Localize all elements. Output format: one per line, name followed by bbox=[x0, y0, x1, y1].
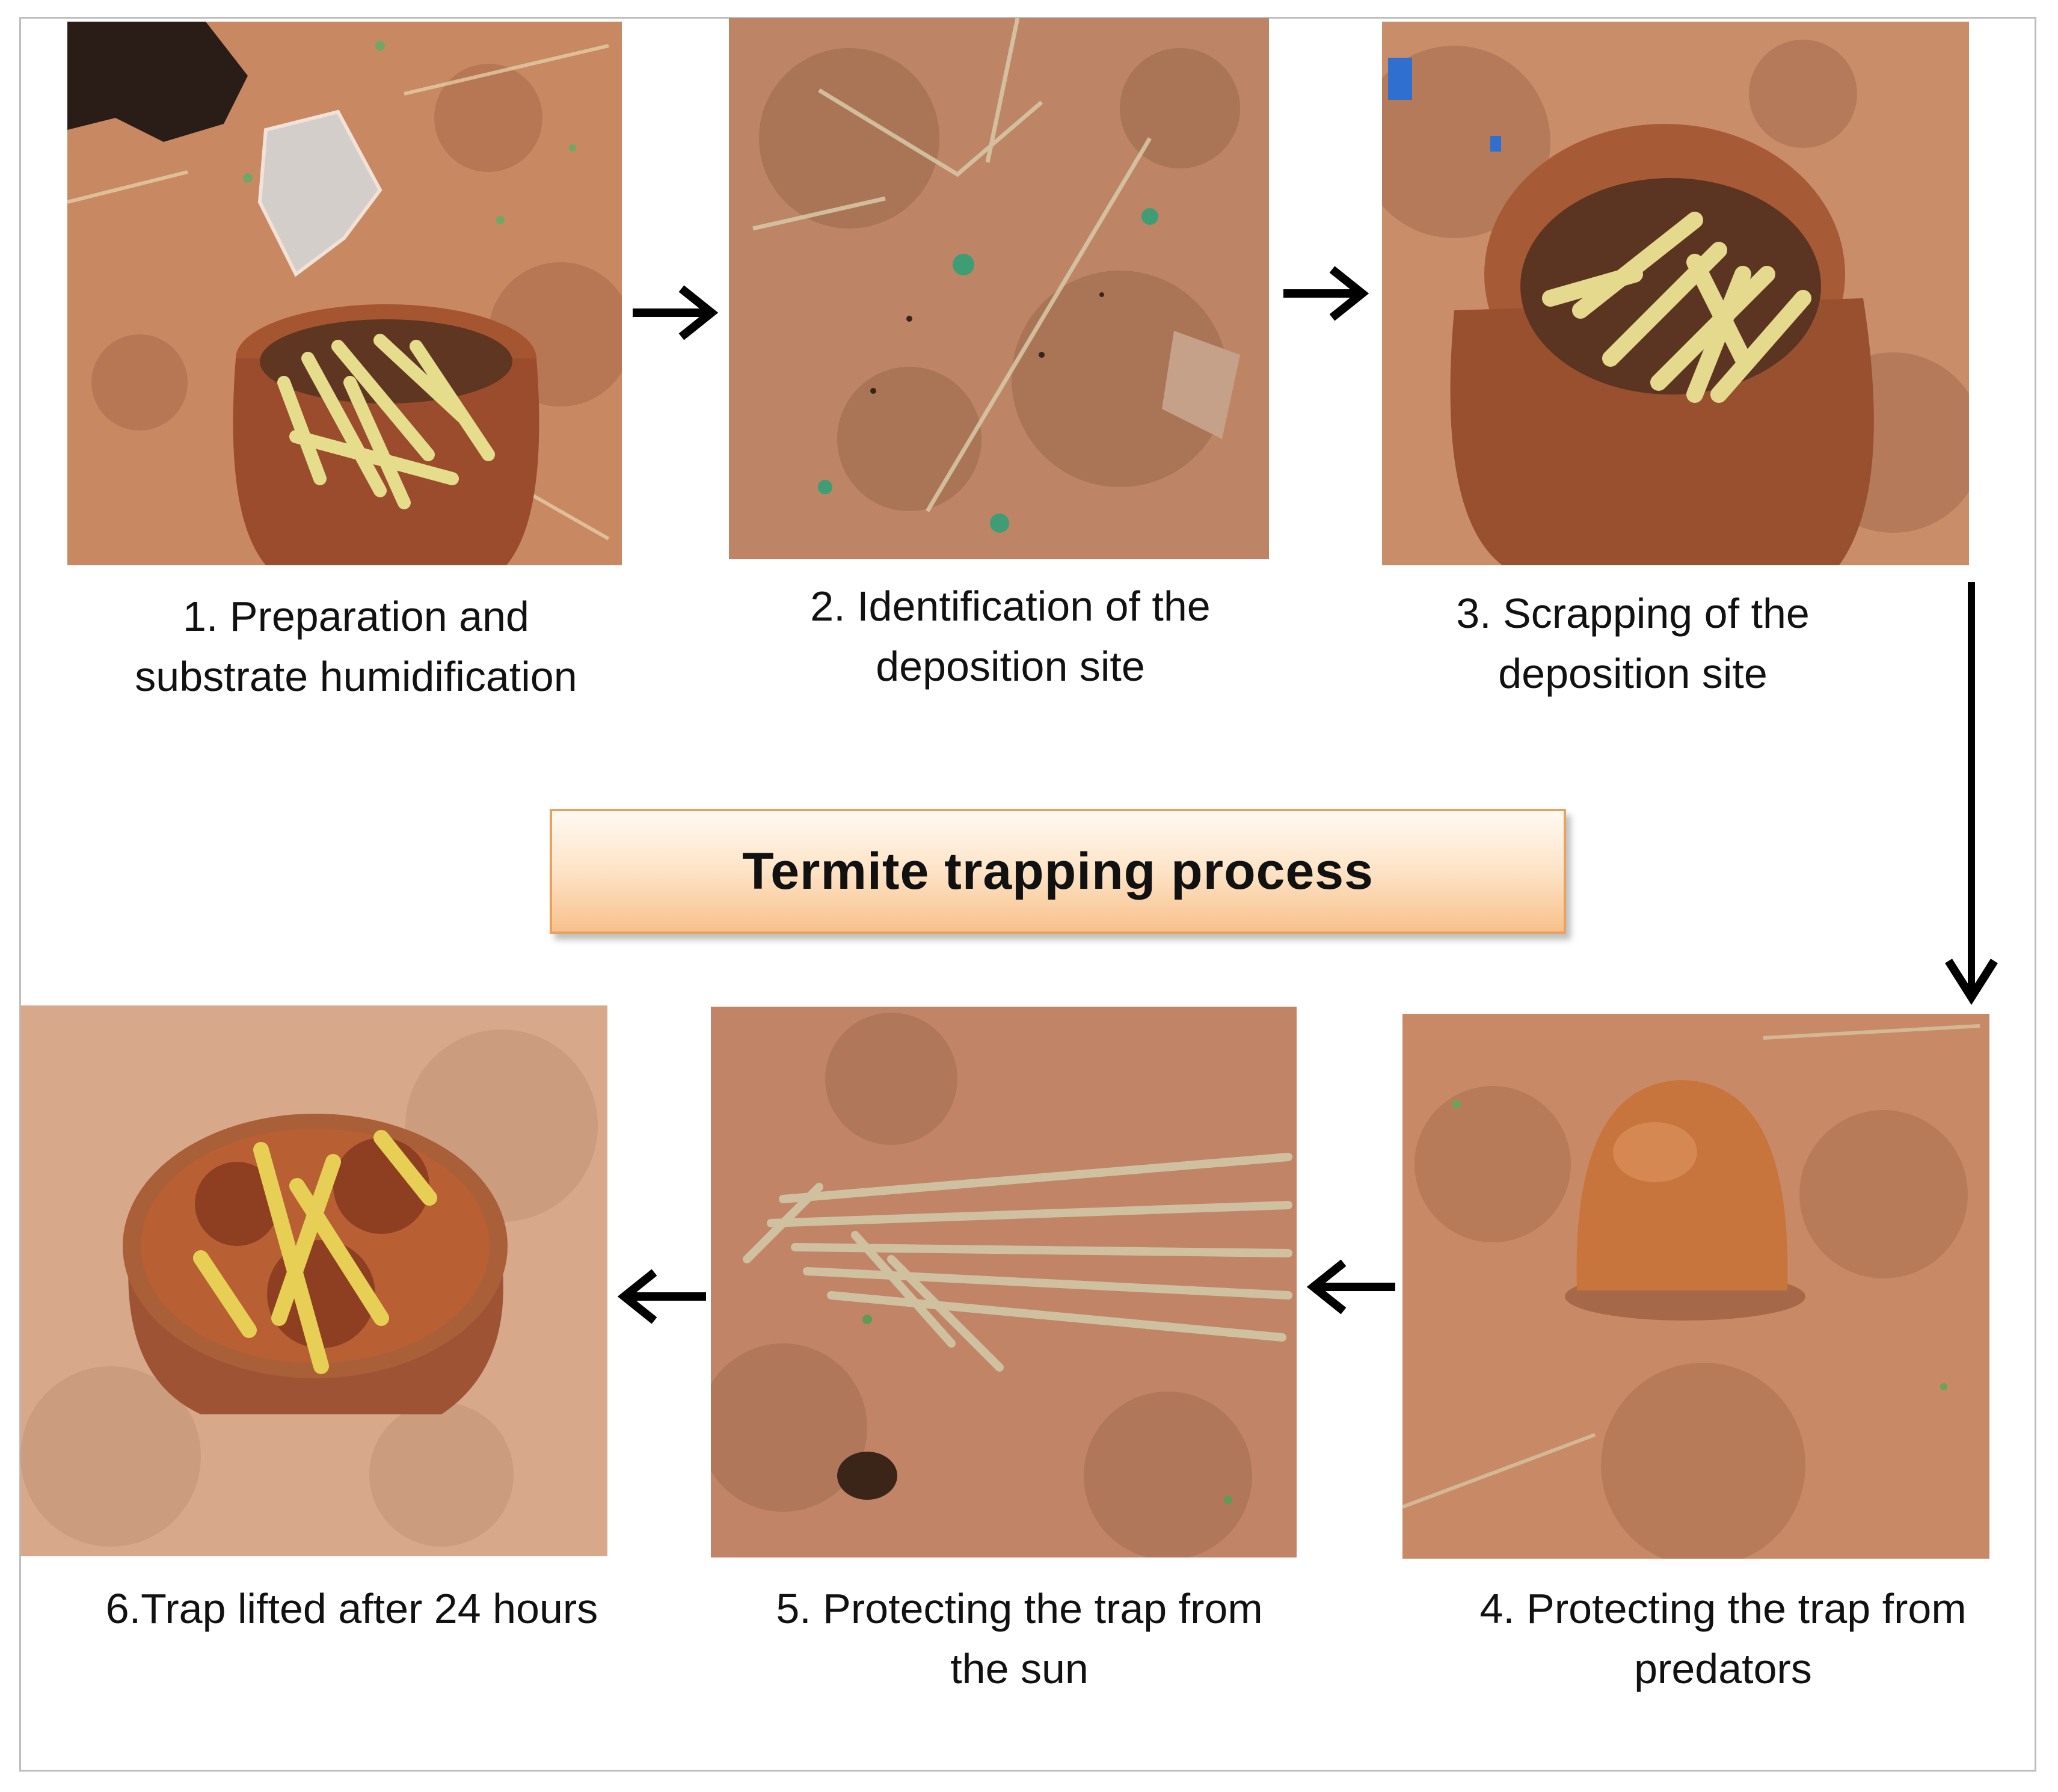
caption-step-2-line-1: 2. Identification of the bbox=[810, 583, 1211, 630]
caption-step-5: 5. Protecting the trap from the sun bbox=[668, 1579, 1371, 1699]
caption-step-4: 4. Protecting the trap from predators bbox=[1371, 1579, 2058, 1699]
photo-step-5 bbox=[711, 1007, 1297, 1557]
arrow-1-to-2 bbox=[633, 285, 719, 340]
caption-step-2-line-2: deposition site bbox=[876, 643, 1145, 690]
caption-step-4-line-2: predators bbox=[1634, 1645, 1812, 1692]
figure-frame bbox=[19, 17, 2036, 1772]
photo-step-1 bbox=[67, 22, 622, 565]
caption-step-3: 3. Scrapping of the deposition site bbox=[1335, 583, 1931, 704]
diagram-title: Termite trapping process bbox=[742, 842, 1374, 900]
photo-step-4 bbox=[1402, 1014, 1989, 1559]
caption-step-6-line-1: 6.Trap lifted after 24 hours bbox=[105, 1585, 598, 1632]
arrow-3-to-4 bbox=[1945, 582, 1998, 1005]
arrow-4-to-5 bbox=[1306, 1259, 1395, 1315]
caption-step-5-line-2: the sun bbox=[950, 1645, 1089, 1692]
caption-step-1-line-1: 1. Preparation and bbox=[183, 593, 529, 640]
caption-step-2: 2. Identification of the deposition site bbox=[716, 576, 1305, 696]
caption-step-1: 1. Preparation and substrate humidificat… bbox=[67, 586, 645, 707]
photo-step-2 bbox=[729, 18, 1269, 559]
photo-step-6 bbox=[20, 1005, 607, 1556]
caption-step-6: 6.Trap lifted after 24 hours bbox=[36, 1579, 668, 1639]
arrow-2-to-3 bbox=[1283, 266, 1369, 321]
caption-step-1-line-2: substrate humidification bbox=[135, 653, 577, 700]
caption-step-5-line-1: 5. Protecting the trap from bbox=[776, 1585, 1263, 1632]
caption-step-3-line-2: deposition site bbox=[1498, 650, 1768, 697]
arrow-5-to-6 bbox=[617, 1269, 706, 1324]
caption-step-3-line-1: 3. Scrapping of the bbox=[1456, 590, 1810, 637]
caption-step-4-line-1: 4. Protecting the trap from bbox=[1479, 1585, 1967, 1632]
photo-step-3 bbox=[1382, 22, 1969, 565]
title-box: Termite trapping process bbox=[550, 809, 1566, 934]
